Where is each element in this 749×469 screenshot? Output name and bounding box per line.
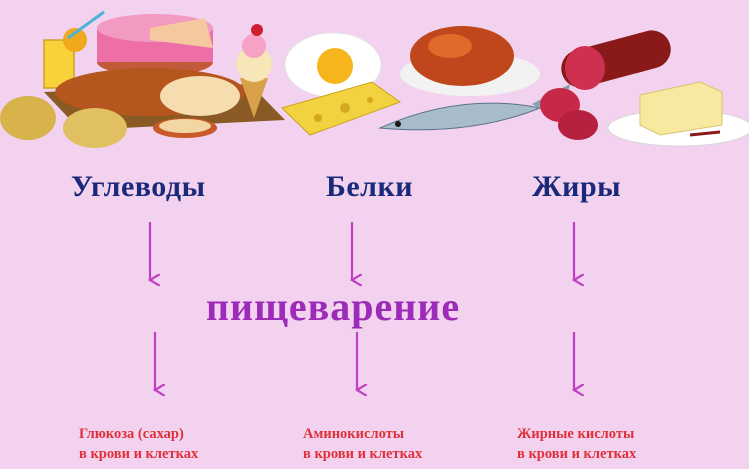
fats-result-line1: Жирные кислоты [517,426,635,442]
fats-result-line2: в крови и клетках [517,446,637,462]
butter-icon [607,81,749,147]
chicken-icon [400,26,540,96]
juice-glass-icon [43,10,105,89]
proteins-result-line1: Аминокислоты [303,426,405,442]
egg-icon [284,32,382,98]
cake-icon [97,14,213,76]
fats-result: Жирные кислоты в крови и клетках [517,424,636,464]
proteins-result-line2: в крови и клетках [303,446,423,462]
carbs-result-line1: Глюкоза (сахар) [79,426,184,442]
carbs-label: Углеводы [71,170,206,203]
cheese-icon [281,81,402,136]
fats-label: Жиры [532,170,622,203]
carbs-result: Глюкоза (сахар) в крови и клетках [79,424,198,464]
carbs-result-line2: в крови и клетках [79,446,199,462]
potato-icon [0,96,127,148]
salami-icon [540,30,671,140]
ice-cream-icon [236,24,272,118]
proteins-result: Аминокислоты в крови и клетках [303,424,422,464]
food-illustration [0,10,749,148]
proteins-label: Белки [326,170,414,203]
digestion-label: пищеварение [206,284,461,329]
